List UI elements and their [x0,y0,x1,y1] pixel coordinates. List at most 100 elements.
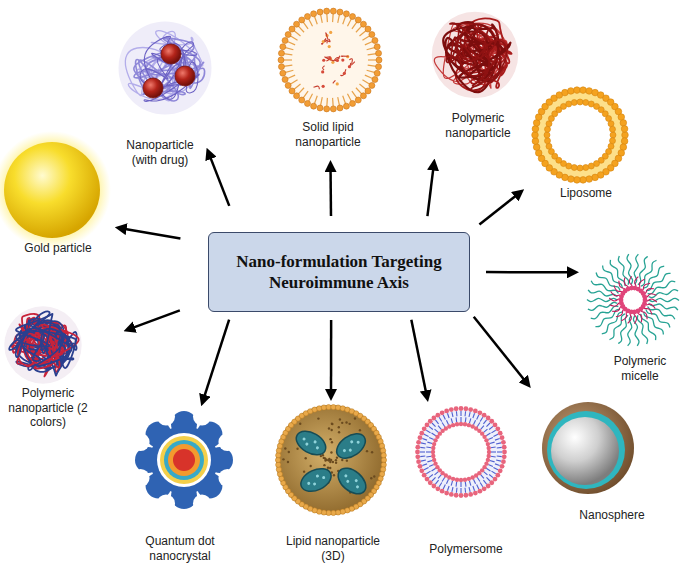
polymer-tail [429,464,434,466]
polymer-head [501,459,506,464]
nanoparticle-node: Nanoparticle (with drug) [115,18,215,118]
polymer-head [477,489,482,494]
nanoparticle-illustration [119,22,212,115]
polymer-tail [432,433,436,436]
polymer-head [502,450,507,455]
polymer-tail [491,430,495,433]
ligand-cutout [157,408,175,426]
drug-dot [336,82,339,85]
lipid-tail [343,96,346,104]
lipid-head [282,37,288,43]
lipid-tail [326,98,328,107]
qd-layer [168,444,200,476]
polymer-chain [16,314,76,366]
polymer-tail [435,480,438,484]
polymer-tail [465,482,467,487]
arrow-connector [474,317,527,384]
ligand-cutout [132,469,150,487]
polymer-tail [477,477,480,481]
nanoparticle-node: Polymeric micelle [587,254,679,346]
polymer-tail [421,443,426,444]
arrow-connector [121,228,181,238]
arrow-connector [427,165,433,217]
polymer-tail [489,426,493,429]
polymer-tail [491,451,496,452]
lipid-head [609,126,615,132]
polymer-head [451,423,455,427]
hydrophilic-tail [595,309,620,326]
lipid-tail [294,30,301,36]
particle-core [432,12,518,98]
lipid-head [574,87,581,94]
lipid-tail [362,36,370,41]
bilayer-band [541,96,619,174]
ligand-cutout [132,433,150,451]
lipid-speckle [330,429,332,431]
lipid-tail [332,13,334,22]
polymer-head [428,480,433,485]
lipid-head [583,100,589,106]
polymer-head [454,406,459,411]
lipid-head [317,9,323,15]
polymer-tail [456,488,458,493]
lipid-head [360,93,366,99]
polymer-head [482,486,487,491]
polymer-tail [443,484,445,489]
polymer-head [470,475,474,479]
lipid-head [280,44,286,50]
polymer-head [440,410,445,415]
polymer-head [425,477,430,482]
lnp-core [276,405,386,515]
lipid-head [360,21,366,27]
cargo-blob [333,463,370,499]
polymer-head [467,477,471,481]
lipid-speckle [303,470,305,472]
lipid-tail [285,70,294,72]
lipid-head [574,177,581,184]
lipid-head [610,132,616,138]
cargo-dot [346,479,350,483]
polymer-head [495,473,500,478]
polymer-tail [490,442,495,443]
lipid-head [374,44,380,50]
lipid-head [577,165,583,171]
arrow-connector [329,166,332,216]
lipid-head [355,17,361,23]
lipid-head [621,138,628,145]
lipid-tail [283,59,292,60]
lipid-tail [326,13,328,22]
polymer-tail [489,474,493,477]
lipid-head [304,13,310,19]
polymer-head [487,454,491,458]
polymer-tail [477,484,479,489]
polymer-tail [477,423,480,427]
lipid-tail [352,22,357,29]
lipid-tail [356,26,362,33]
polymer-tail [424,434,429,436]
polymer-tail [481,426,484,430]
polymer-head [449,407,454,412]
drug-dot [328,45,331,48]
polymer-chain [140,36,199,101]
polymer-tail [460,482,461,487]
polymer-tail [473,413,475,418]
polymer-tail [424,468,429,470]
lipid-head [592,174,599,181]
lipid-head [365,26,371,32]
drug-dot [348,65,351,68]
lipid-tail [359,30,366,36]
polymer-head [486,416,491,421]
polymer-head [459,478,463,482]
nanoparticle-illustration [532,87,629,183]
drug-dot [341,59,344,62]
lipid-speckle [366,450,368,452]
lipid-head [326,404,331,409]
polymer-head [463,478,467,482]
drug-molecule [143,78,163,98]
lipid-tail [343,16,346,24]
lipid-head [546,143,552,149]
lipid-head [276,462,281,467]
drug-strand [349,59,352,64]
polymer-head [455,478,459,482]
lipid-head [311,11,317,17]
